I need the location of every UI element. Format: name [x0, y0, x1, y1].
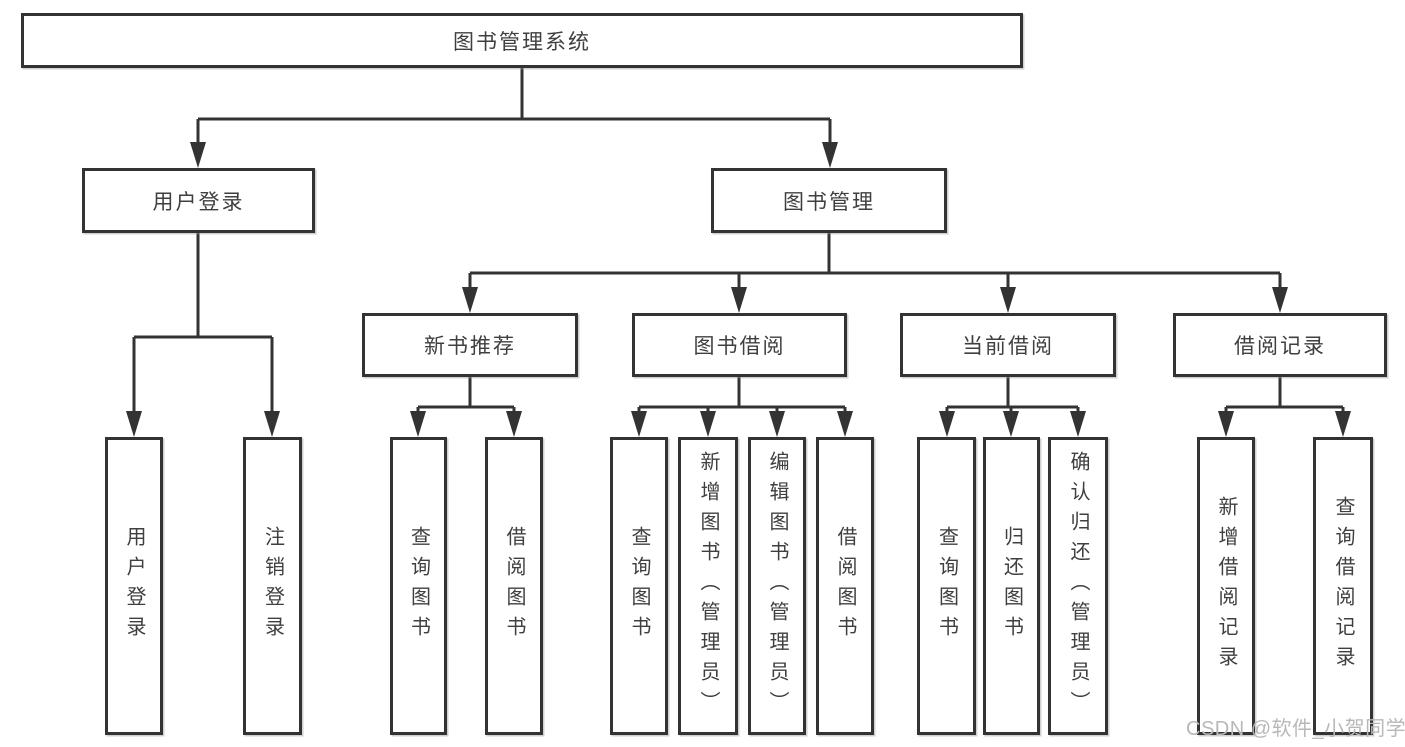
leaf-current-query-books: 查询图书 [917, 437, 976, 735]
node-borrow-records: 借阅记录 [1173, 313, 1387, 377]
leaf-logout: 注销登录 [243, 437, 302, 735]
node-book-borrow: 图书借阅 [632, 313, 847, 377]
leaf-query-borrow-record: 查询借阅记录 [1313, 437, 1373, 735]
node-current-borrow: 当前借阅 [900, 313, 1116, 377]
node-new-book-recommend: 新书推荐 [362, 313, 578, 377]
csdn-watermark: CSDN @软件_小贺同学 [1186, 718, 1405, 740]
node-user-login: 用户登录 [82, 168, 315, 233]
node-book-management: 图书管理 [711, 168, 947, 233]
leaf-edit-books-admin: 编辑图书（管理员） [748, 437, 806, 735]
leaf-recommend-query-books: 查询图书 [390, 437, 447, 735]
leaf-return-books: 归还图书 [983, 437, 1040, 735]
leaf-recommend-borrow-books: 借阅图书 [485, 437, 543, 735]
connector-arrowheads [126, 142, 1351, 437]
node-root-library-system: 图书管理系统 [21, 13, 1023, 68]
connector-shafts [132, 68, 1345, 415]
leaf-borrow-query-books: 查询图书 [610, 437, 668, 735]
leaf-add-borrow-record: 新增借阅记录 [1197, 437, 1255, 735]
leaf-borrow-books: 借阅图书 [816, 437, 874, 735]
leaf-add-books-admin: 新增图书（管理员） [678, 437, 738, 735]
leaf-confirm-return-admin: 确认归还（管理员） [1048, 437, 1108, 735]
leaf-user-login: 用户登录 [105, 437, 163, 735]
